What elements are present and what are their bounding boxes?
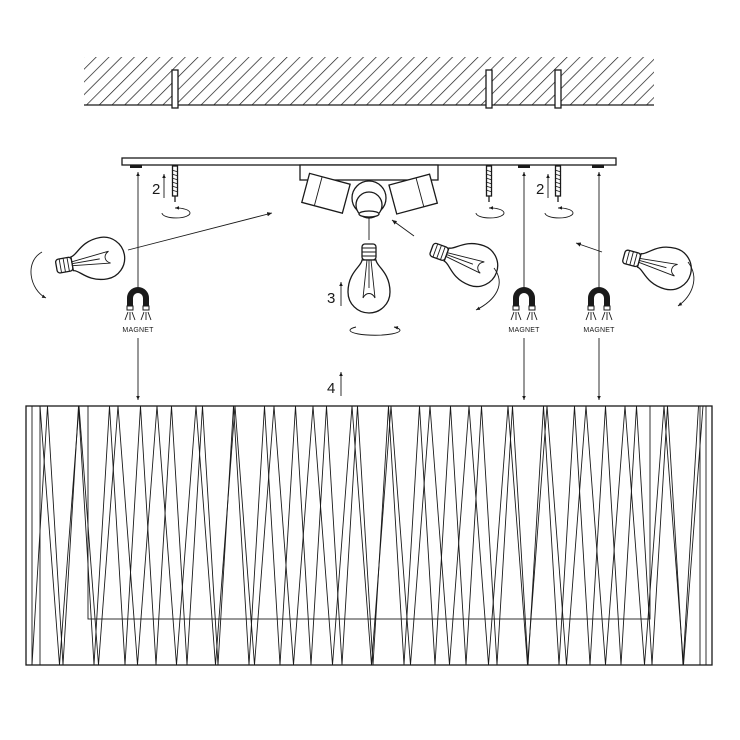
magnet-label: MAGNET [122, 327, 154, 334]
light-bulb-icon [617, 235, 697, 296]
rotate-arrow-icon [476, 208, 504, 218]
magnet-label: MAGNET [583, 327, 615, 334]
step-4-label: 4 [327, 380, 335, 397]
mounting-bar [121, 157, 617, 181]
light-bulb-icon [423, 228, 505, 294]
ceiling-plugs [171, 69, 562, 109]
step-2-label: 2 [152, 181, 160, 198]
lamp-shade-icon [25, 405, 713, 666]
magnet-label: MAGNET [508, 327, 540, 334]
shade-zigzag [31, 405, 699, 666]
rotate-arrow-icon [349, 326, 401, 336]
rotate-arrow-icon [545, 208, 573, 218]
screw-icon [485, 165, 493, 203]
screw-icon [554, 165, 562, 203]
light-bulb-icon [52, 233, 129, 288]
step-3-label: 3 [327, 290, 335, 307]
rotate-arrow-icon [677, 261, 695, 307]
screw-icon [171, 165, 179, 203]
rotate-arrow-icon [475, 267, 500, 311]
ceiling-hatch-icon [84, 57, 654, 106]
rotate-arrow-icon [30, 251, 47, 299]
magnet-icon [124, 286, 152, 321]
rotate-arrow-icon [162, 208, 190, 218]
light-bulb-icon [347, 243, 391, 314]
step-2-label-right: 2 [536, 181, 544, 198]
magnet-icon [585, 286, 613, 321]
shade-zigzag-back [39, 405, 704, 666]
arrow [127, 212, 273, 251]
arrow [575, 242, 603, 253]
spotlight-icon [300, 172, 439, 219]
magnet-icon [510, 286, 538, 321]
arrow [391, 219, 415, 237]
